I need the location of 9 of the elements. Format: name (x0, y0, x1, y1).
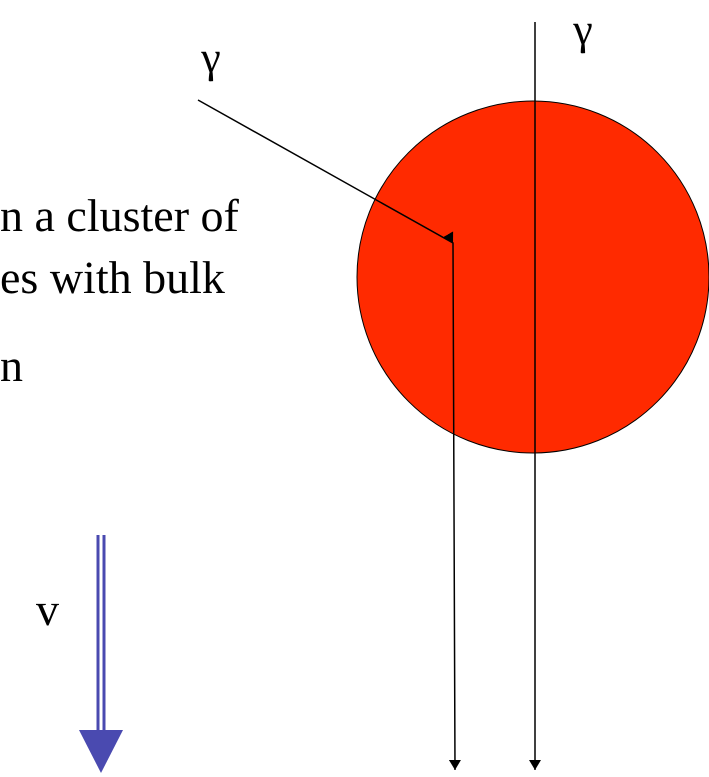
gamma-label: γ (201, 36, 221, 80)
velocity-label: v (36, 584, 59, 636)
description-text: n (0, 340, 23, 392)
description-text: es with bulk (0, 252, 225, 304)
photon-ray (529, 22, 541, 770)
description-text: n a cluster of (0, 190, 239, 242)
sphere-cluster (356, 100, 709, 454)
photon-ray (198, 99, 461, 770)
gamma-label: γ (573, 8, 593, 52)
